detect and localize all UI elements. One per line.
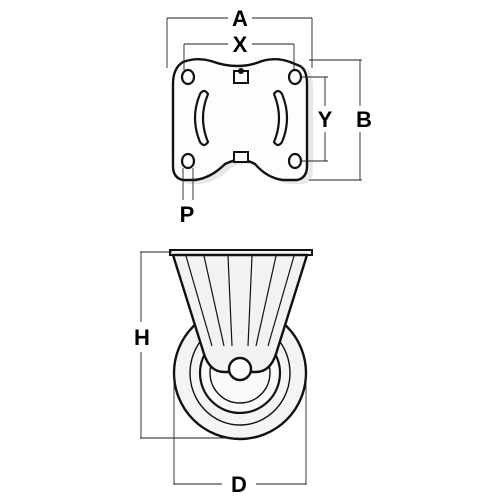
center-fixing-bottom [233,151,249,163]
bolt-hole-top-left [180,68,196,86]
fork-line-4 [247,255,253,347]
bolt-hole-bottom-right [287,152,303,170]
dimension-x: X [183,32,295,70]
label-y: Y [318,107,333,132]
label-d: D [231,472,247,497]
fork-line-2 [203,255,225,347]
dimension-p: P [180,168,195,227]
dimension-d: D [173,373,307,497]
dimension-a: A [166,6,313,68]
label-b: B [356,107,372,132]
caster-side-view [169,249,313,441]
label-a: A [232,6,248,31]
fork-line-3 [227,255,233,347]
dimension-y: Y [302,76,333,162]
fork-line-1 [185,255,213,347]
axle-nut [227,356,253,382]
dimension-h: H [134,251,238,439]
center-fixing-top-dot [238,68,244,74]
label-p: P [180,202,195,227]
bolt-hole-bottom-left [180,152,196,170]
label-x: X [233,32,248,57]
top-plate-view [171,58,313,184]
slot-left [193,89,210,147]
slot-right [272,89,289,147]
fork-line-6 [267,255,295,347]
dimension-b: B [309,59,372,181]
fork-bracket [171,253,309,374]
bolt-hole-top-right [287,68,303,86]
mounting-plate [171,58,309,182]
fork-line-5 [255,255,277,347]
label-h: H [134,325,150,350]
